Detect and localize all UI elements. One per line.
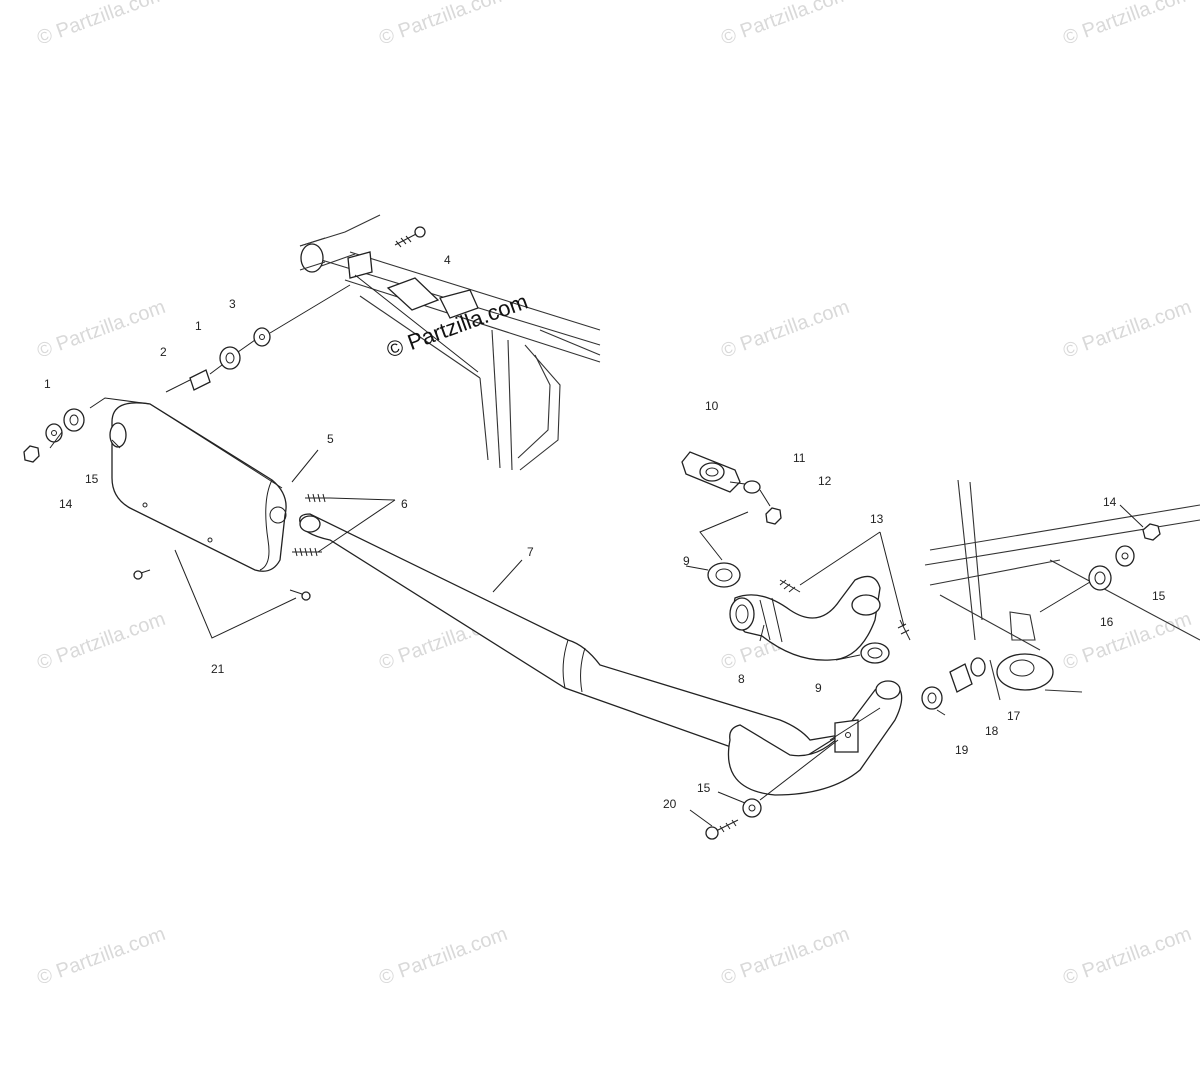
callout-20: 20 [663, 797, 677, 811]
watermark-text: © Partzilla.com [1060, 923, 1194, 990]
washer-part-11 [743, 480, 761, 494]
washer-part-17 [970, 657, 986, 677]
watermark-text: © Partzilla.com [1060, 0, 1194, 50]
callout-12: 12 [818, 474, 832, 488]
spacer-part-2 [189, 369, 211, 391]
grommet-part-16 [1088, 565, 1112, 591]
spring-part-13-right [899, 619, 911, 641]
callout-10: 10 [705, 399, 719, 413]
watermark-text: © Partzilla.com [34, 0, 168, 50]
watermark-text: © Partzilla.com [376, 0, 510, 50]
callout-18: 18 [985, 724, 999, 738]
watermark-text: © Partzilla.com [34, 608, 168, 675]
exhaust-elbow-pipe [729, 575, 881, 661]
callout-8: 8 [738, 672, 745, 686]
callout-3: 3 [229, 297, 236, 311]
callout-11: 11 [793, 451, 806, 465]
callout-6: 6 [401, 497, 408, 511]
gasket-part-9-upper [707, 562, 741, 588]
expansion-chamber [727, 680, 903, 796]
callout-2: 2 [160, 345, 167, 359]
callout-9-lower: 9 [815, 681, 822, 695]
callout-14-left: 14 [59, 497, 73, 511]
washer-part-15-right [1115, 545, 1135, 567]
callout-4: 4 [444, 253, 451, 267]
watermark-text: © Partzilla.com [34, 296, 168, 363]
callout-21: 21 [211, 662, 225, 676]
callout-17: 17 [1007, 709, 1021, 723]
watermark-text: © Partzilla.com [376, 923, 510, 990]
watermark-text: © Partzilla.com [718, 0, 852, 50]
spacer-part-18 [949, 663, 973, 693]
watermark-text: © Partzilla.com [718, 923, 852, 990]
washer-part-15-lower [742, 798, 762, 818]
exhaust-tail-pipe [299, 513, 841, 761]
grommet-part-19 [921, 686, 943, 710]
callout-1-upper: 1 [195, 319, 202, 333]
lower-right-frame-rail [924, 479, 1200, 701]
watermark-text: © Partzilla.com [34, 923, 168, 990]
grommet-part-1-upper [219, 346, 241, 370]
nut-part-14-left [23, 445, 40, 463]
gasket-part-9-lower [860, 642, 890, 664]
spring-part-13-left [779, 579, 801, 593]
callout-9-upper: 9 [683, 554, 690, 568]
watermark-text: © Partzilla.com [1060, 608, 1194, 675]
callout-13: 13 [870, 512, 884, 526]
callout-1-lower: 1 [44, 377, 51, 391]
callout-19: 19 [955, 743, 969, 757]
muffler [109, 402, 287, 572]
leader-lines [49, 274, 1144, 827]
washer-part-15-left [45, 423, 63, 443]
callout-16: 16 [1100, 615, 1114, 629]
nut-part-12 [765, 507, 782, 525]
callout-7: 7 [527, 545, 534, 559]
nut-part-14-right [1142, 523, 1161, 541]
callout-5: 5 [327, 432, 334, 446]
callout-14-right: 14 [1103, 495, 1117, 509]
callout-15-right: 15 [1152, 589, 1166, 603]
hardware-parts [23, 226, 1161, 840]
callout-15-left: 15 [85, 472, 99, 486]
watermark-text: © Partzilla.com [1060, 296, 1194, 363]
grommet-part-1-lower [63, 408, 85, 432]
washer-part-3 [253, 327, 271, 347]
watermark-text: © Partzilla.com [718, 296, 852, 363]
callout-labels: 1 1 2 3 4 5 6 7 8 9 9 10 11 12 13 14 14 … [44, 253, 1166, 811]
callout-15-lower: 15 [697, 781, 711, 795]
upper-frame-rail [299, 214, 601, 471]
